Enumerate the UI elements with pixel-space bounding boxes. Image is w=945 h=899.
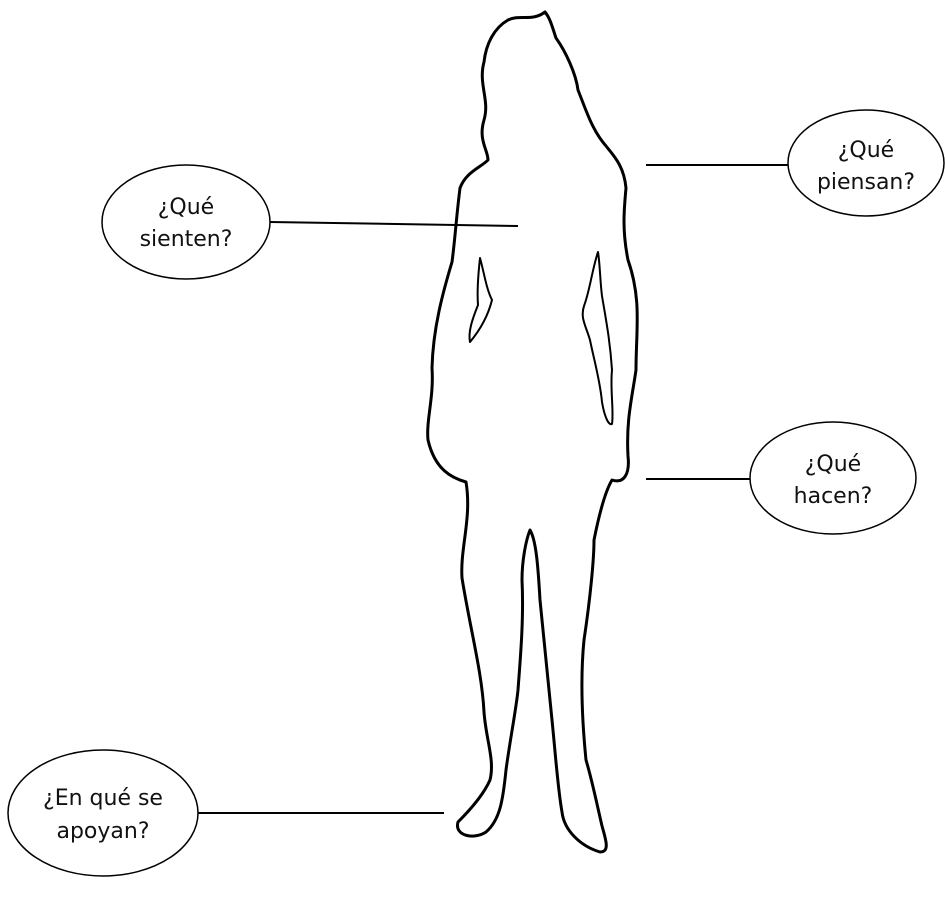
left-arm-gap <box>468 257 493 343</box>
bubble-hacen-ellipse <box>749 421 917 535</box>
silhouette-outline <box>426 10 639 854</box>
connector-sienten <box>269 221 519 227</box>
bubble-hacen-line1: ¿Qué <box>805 452 861 477</box>
bubble-hacen: ¿Qué hacen? <box>749 421 917 535</box>
bubble-piensan-ellipse <box>787 109 945 217</box>
bubble-apoyan-line2: apoyan? <box>56 819 149 844</box>
bubble-piensan-line2: piensan? <box>817 170 915 195</box>
bubble-piensan-line1: ¿Qué <box>838 138 894 163</box>
bubble-apoyan: ¿En qué se apoyan? <box>7 749 199 877</box>
bubble-sienten-ellipse <box>101 164 271 280</box>
bubble-piensan: ¿Qué piensan? <box>787 109 945 217</box>
bubble-apoyan-ellipse <box>7 749 199 877</box>
person-silhouette <box>426 10 639 854</box>
right-arm-gap <box>581 251 614 426</box>
bubble-sienten-line2: sienten? <box>140 227 233 252</box>
bubble-hacen-line2: hacen? <box>794 484 873 509</box>
bubble-sienten-line1: ¿Qué <box>158 195 214 220</box>
bubble-sienten: ¿Qué sienten? <box>101 164 271 280</box>
bubble-apoyan-line1: ¿En qué se <box>43 786 163 811</box>
